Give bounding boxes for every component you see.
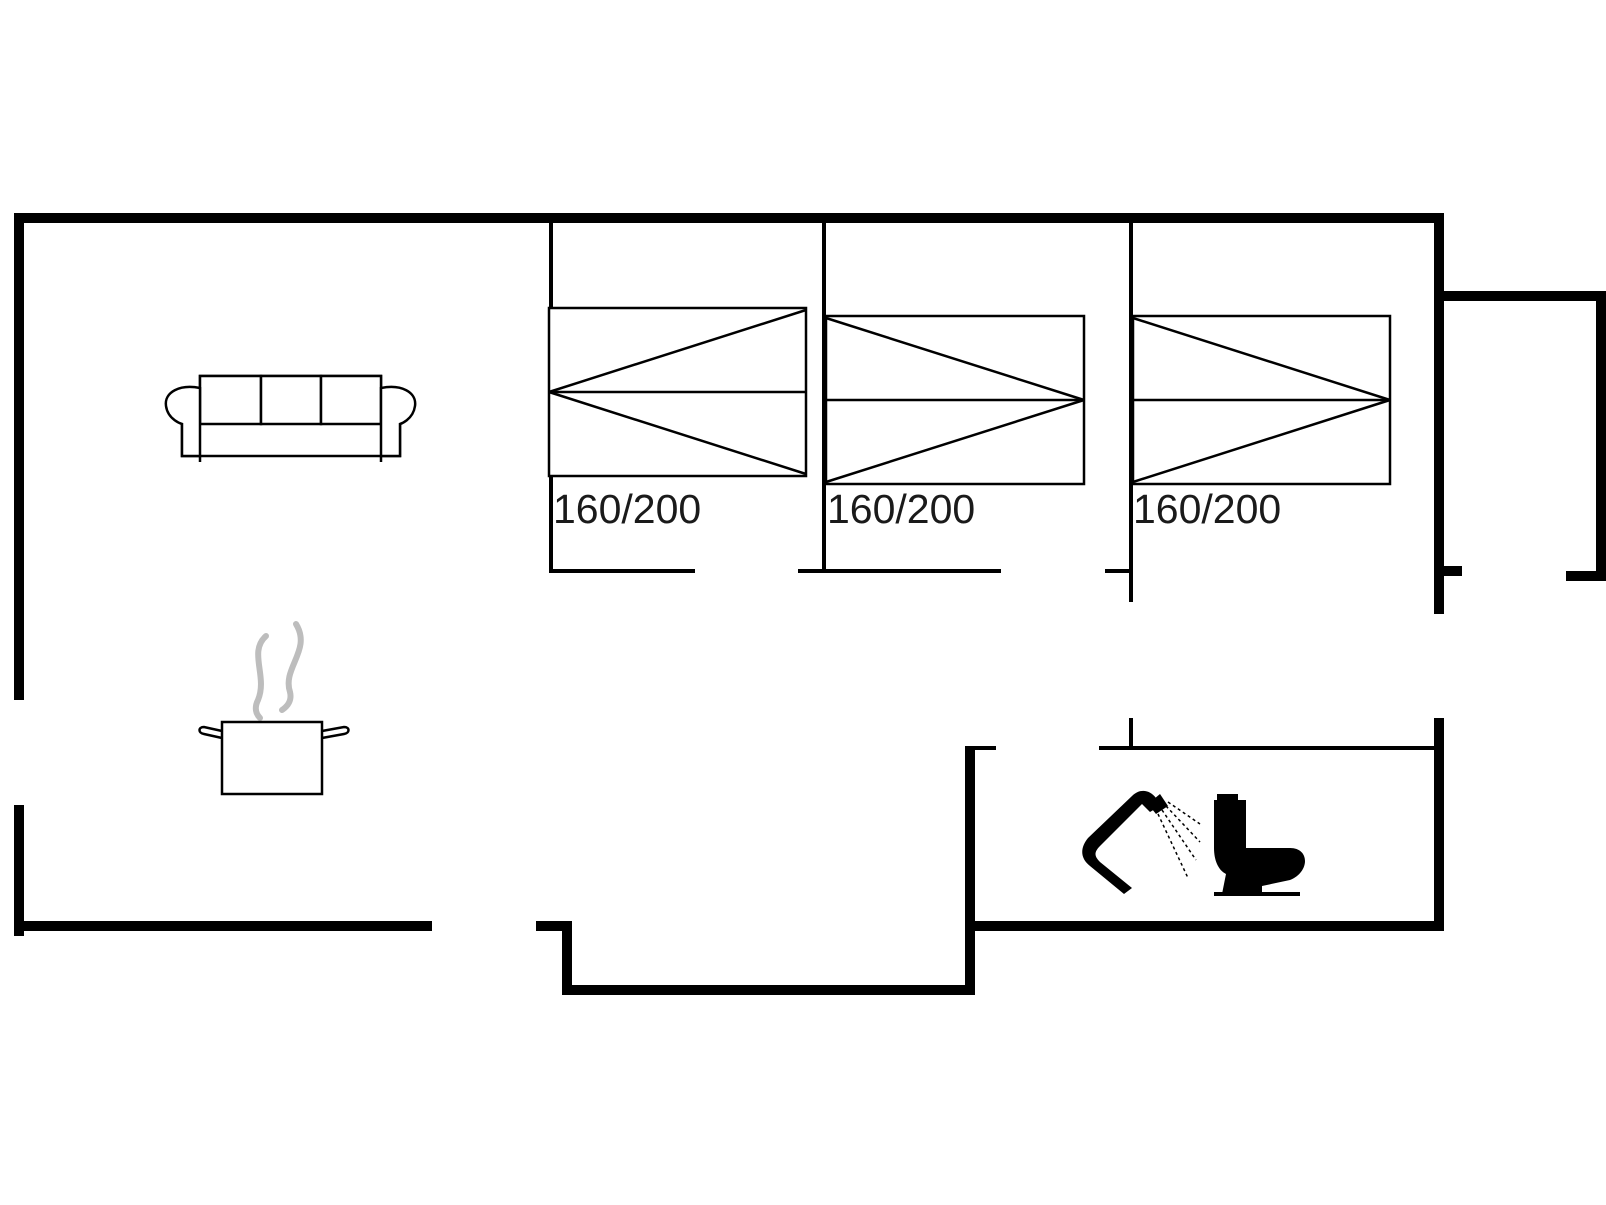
toilet-icon — [1214, 794, 1305, 896]
wall-entrance-bay — [536, 921, 1444, 995]
wall-annex — [1444, 291, 1606, 581]
bed-2 — [824, 314, 1086, 486]
interior-partitions — [549, 220, 1437, 750]
bed-size-label-2: 160/200 — [827, 486, 975, 532]
outer-walls — [14, 213, 1606, 995]
cooking-pot-icon — [198, 621, 350, 796]
bed-3 — [1131, 314, 1392, 486]
bed-1 — [547, 306, 808, 478]
sofa-icon — [164, 374, 417, 462]
bed-size-label-1: 160/200 — [553, 486, 701, 532]
bed-size-label-3: 160/200 — [1133, 486, 1281, 532]
shower-icon — [1082, 790, 1201, 894]
